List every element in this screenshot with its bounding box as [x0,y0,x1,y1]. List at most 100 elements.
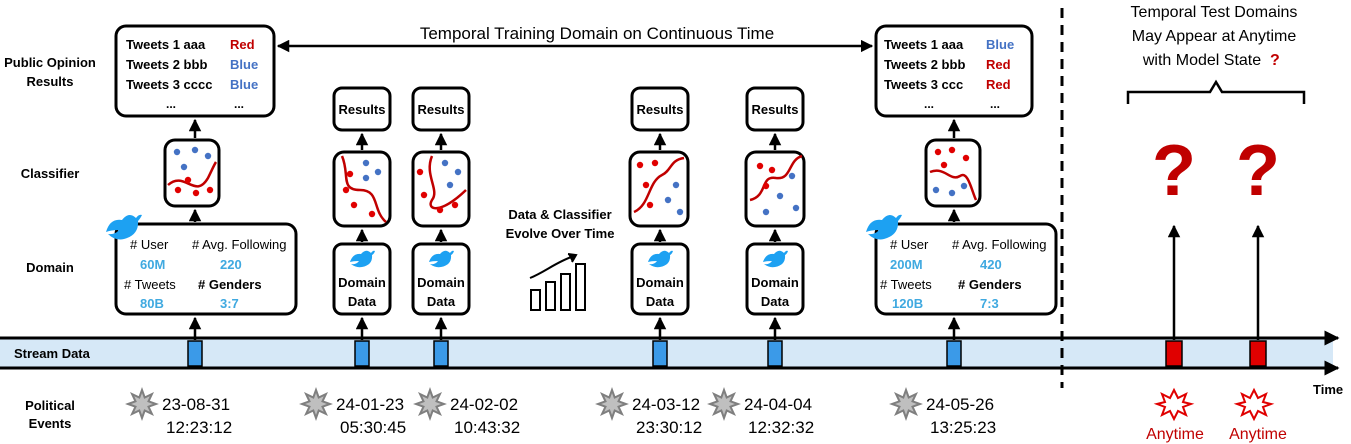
domain-right-genders-label: # Genders [958,277,1022,292]
twitter-icon-4 [648,250,673,268]
training-stream-markers [187,340,962,367]
event-burst-icon [707,387,741,421]
opinion-box-right-frame [874,24,1034,118]
domain-data-box-5: Domain Data [745,242,805,316]
classifier-box-2 [332,150,392,228]
domain-box-right: # User # Avg. Following 200M 420 # Tweet… [866,214,1058,316]
opinion-right-ellipsis-2: ... [990,97,1000,111]
results-label-4: Results [637,102,684,117]
domain-right-genders: 7:3 [980,296,999,311]
opinion-box-left: Tweets 1 aaa Red Tweets 2 bbb Blue Tweet… [114,24,276,118]
political-event-5: 24-04-04 12:32:32 [707,387,814,437]
event-burst-icon [595,387,629,421]
question-mark-icon-1: ? [1152,131,1196,211]
domain-data-box-4: Domain Data [630,242,690,316]
political-event-2: 24-01-23 05:30:45 [299,387,406,437]
domain-data-box-3: Domain Data [411,242,471,316]
opinion-left-tweet-3: Tweets 3 cccc [126,77,212,92]
domain-left-tweets: 80B [140,296,164,311]
domain-right-tweets-label: # Tweets [880,277,932,292]
anytime-burst-icon-2 [1233,387,1275,422]
events-layer: 23-08-3112:23:1224-01-2305:30:4524-02-02… [125,387,996,437]
opinion-left-ellipsis-2: ... [234,97,244,111]
event-date: 24-03-12 [632,395,700,414]
domain-right-following: 420 [980,257,1002,272]
domain-right-users: 200M [890,257,923,272]
domain-data-3-line2: Data [427,294,456,309]
anytime-label-2: Anytime [1229,426,1287,443]
row-label-events-line2: Events [29,416,72,431]
domain-data-4-line2: Data [646,294,675,309]
time-axis-label: Time [1313,382,1343,397]
row-label-domain: Domain [26,260,74,275]
results-box-3: Results [411,86,471,132]
domain-data-5-line2: Data [761,294,790,309]
twitter-icon-5 [763,250,788,268]
opinion-left-tweet-1: Tweets 1 aaa [126,37,206,52]
domain-left-tweets-label: # Tweets [124,277,176,292]
results-box-5: Results [745,86,805,132]
opinion-left-label-3: Blue [230,77,258,92]
opinion-right-label-1: Blue [986,37,1014,52]
event-date: 23-08-31 [162,395,230,414]
event-date: 24-01-23 [336,395,404,414]
classifier-box-3 [411,150,471,228]
test-title-line1: Temporal Test Domains [1131,4,1298,21]
event-burst-icon [125,387,159,421]
domain-right-tweets: 120B [892,296,923,311]
event-time: 05:30:45 [340,418,406,437]
opinion-right-tweet-3: Tweets 3 ccc [884,77,963,92]
domain-data-5-line1: Domain [751,275,799,290]
event-time: 12:32:32 [748,418,814,437]
opinion-box-right: Tweets 1 aaa Blue Tweets 2 bbb Red Tweet… [874,24,1034,118]
evolve-label-line2: Evolve Over Time [506,226,615,241]
event-time: 10:43:32 [454,418,520,437]
twitter-icon-2 [350,250,375,268]
anytime-label-1: Anytime [1146,426,1204,443]
event-burst-icon [413,387,447,421]
event-date: 24-02-02 [450,395,518,414]
event-time: 13:25:23 [930,418,996,437]
domain-left-following-label: # Avg. Following [192,237,286,252]
test-title-line2: May Appear at Anytime [1132,28,1297,45]
domain-right-following-label: # Avg. Following [952,237,1046,252]
event-time: 23:30:12 [636,418,702,437]
domain-data-box-2: Domain Data [332,242,392,316]
classifier-box-5 [744,150,806,228]
domain-left-users: 60M [140,257,165,272]
row-label-events-line1: Political [25,398,75,413]
question-mark-icon-2: ? [1236,131,1280,211]
event-date: 24-04-04 [744,395,812,414]
results-box-4: Results [630,86,690,132]
domain-left-following: 220 [220,257,242,272]
domain-data-4-line1: Domain [636,275,684,290]
classifier-box-4 [628,150,690,228]
domain-right-user-label: # User [890,237,929,252]
opinion-right-ellipsis-1: ... [924,97,934,111]
test-title-question-mark: ? [1270,52,1280,69]
flow-arrows [188,118,1265,340]
row-label-classifier: Classifier [21,166,80,181]
row-label-stream: Stream Data [14,346,91,361]
growth-chart-icon [529,253,586,311]
opinion-left-tweet-2: Tweets 2 bbb [126,57,207,72]
twitter-icon-left [106,214,142,240]
results-label-2: Results [339,102,386,117]
domain-data-3-line1: Domain [417,275,465,290]
domain-data-2-line2: Data [348,294,377,309]
domain-data-2-line1: Domain [338,275,386,290]
results-label-5: Results [752,102,799,117]
political-event-6: 24-05-26 13:25:23 [889,387,996,437]
opinion-left-label-2: Blue [230,57,258,72]
event-burst-icon [889,387,923,421]
event-date: 24-05-26 [926,395,994,414]
classifier-box-1 [163,138,221,208]
test-title-line3: with Model State [1142,52,1261,69]
domain-box-left: # User # Avg. Following 60M 220 # Tweets… [106,214,298,316]
political-event-4: 24-03-12 23:30:12 [595,387,702,437]
row-label-public-opinion-line2: Results [27,74,74,89]
results-box-2: Results [332,86,392,132]
anytime-burst-icon-1 [1153,387,1195,422]
domain-left-genders: 3:7 [220,296,239,311]
